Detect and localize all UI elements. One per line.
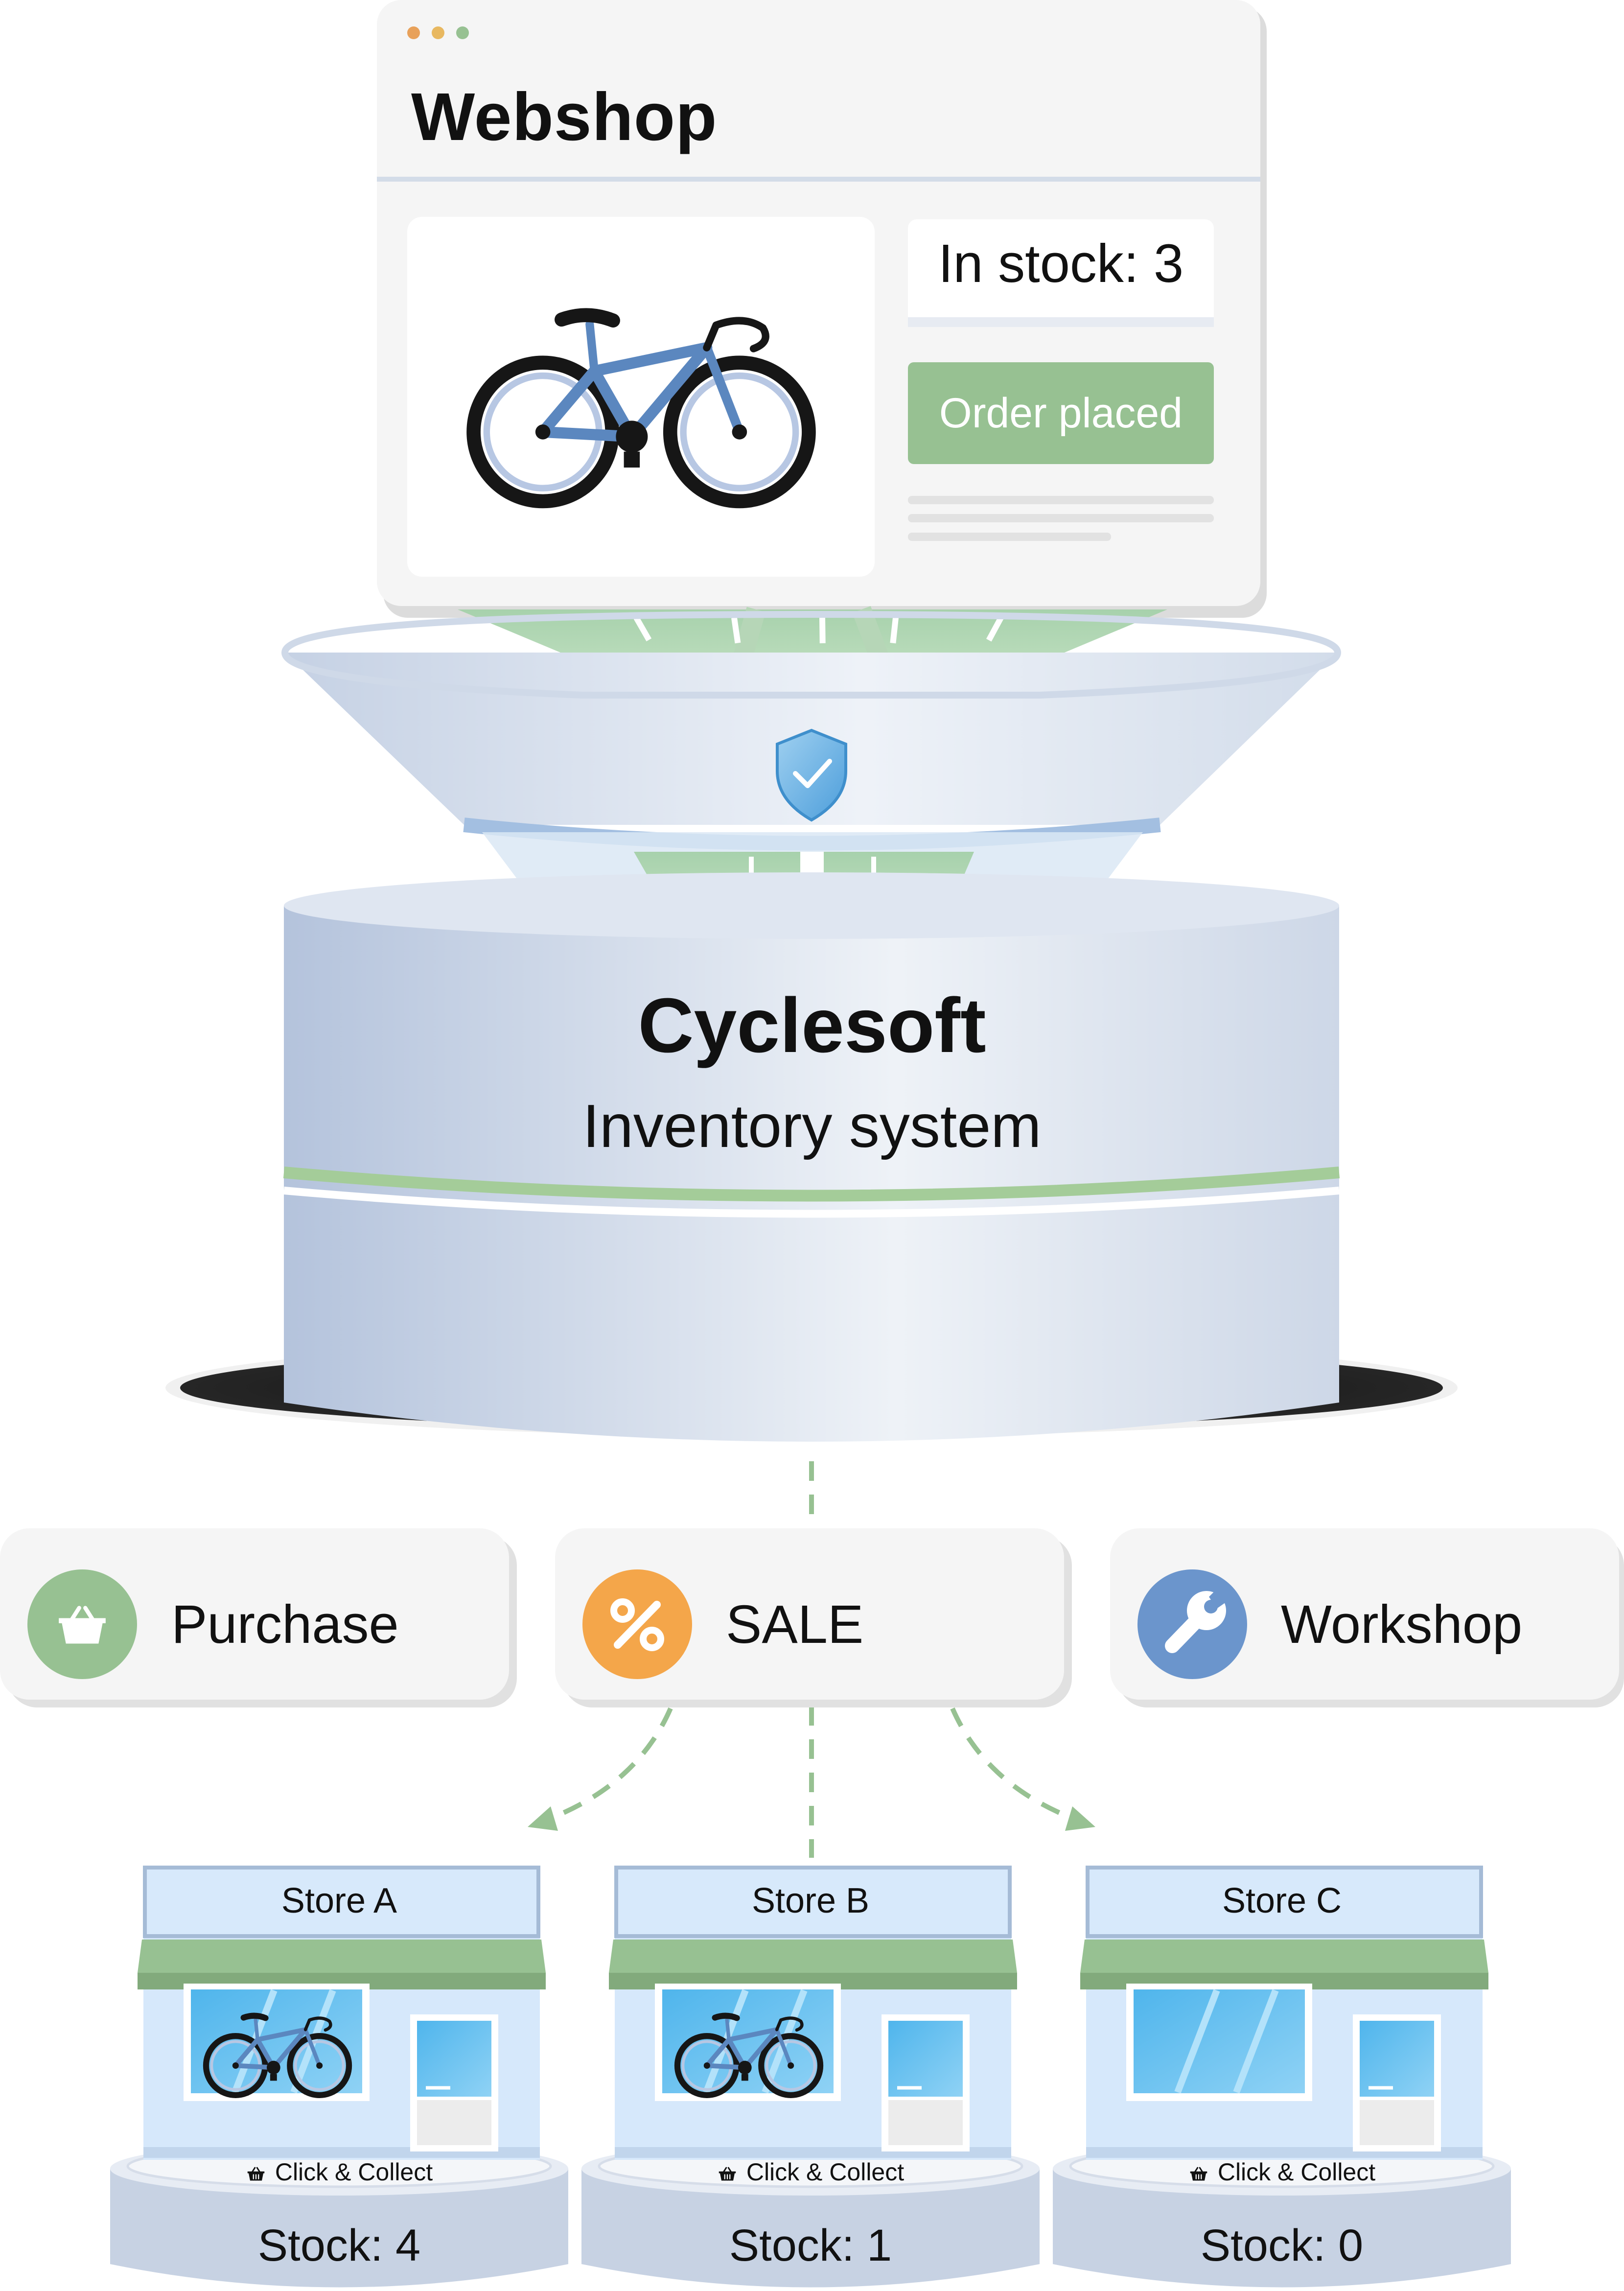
store-stock-value: Stock: 1 (729, 2221, 892, 2270)
window-dot-icon (407, 26, 420, 39)
stock-box (908, 219, 1214, 327)
inventory-subtitle: Inventory system (582, 1093, 1042, 1160)
basket-icon (246, 2167, 266, 2181)
store-front (1053, 1866, 1511, 2288)
inventory-cylinder (165, 872, 1458, 1442)
click-collect-label: Click & Collect (615, 2158, 1006, 2186)
module-label-purchase: Purchase (171, 1594, 399, 1655)
click-collect-label: Click & Collect (143, 2158, 535, 2186)
module-label-workshop: Workshop (1281, 1594, 1523, 1655)
store-name: Store B (751, 1881, 870, 1920)
basket-icon (717, 2167, 738, 2181)
connector-arrow (542, 1707, 673, 1823)
basket-icon (1188, 2167, 1209, 2181)
click-collect-label: Click & Collect (1086, 2158, 1478, 2186)
module-label-sale: SALE (726, 1594, 864, 1655)
order-placed-button[interactable]: Order placed (908, 362, 1214, 464)
wrench-icon (1165, 1587, 1227, 1653)
shield-check-icon (776, 728, 847, 822)
window-dot-icon (456, 26, 469, 39)
stock-label: In stock: 3 (938, 234, 1184, 294)
webshop-title: Webshop (411, 79, 718, 155)
store-name: Store A (281, 1881, 397, 1920)
description-line (908, 496, 1214, 504)
store-front (110, 1866, 568, 2288)
module-cards (0, 1528, 1624, 1707)
description-line (908, 514, 1214, 522)
connector-arrow (950, 1707, 1081, 1823)
description-line (908, 533, 1111, 541)
window-dot-icon (432, 26, 444, 39)
store-front (581, 1866, 1040, 2288)
inventory-title: Cyclesoft (638, 982, 986, 1069)
store-stock-value: Stock: 4 (257, 2221, 421, 2270)
store-name: Store C (1222, 1881, 1342, 1920)
store-stock-value: Stock: 0 (1200, 2221, 1364, 2270)
percent-icon (610, 1598, 664, 1651)
shop-window (1134, 1989, 1305, 2093)
